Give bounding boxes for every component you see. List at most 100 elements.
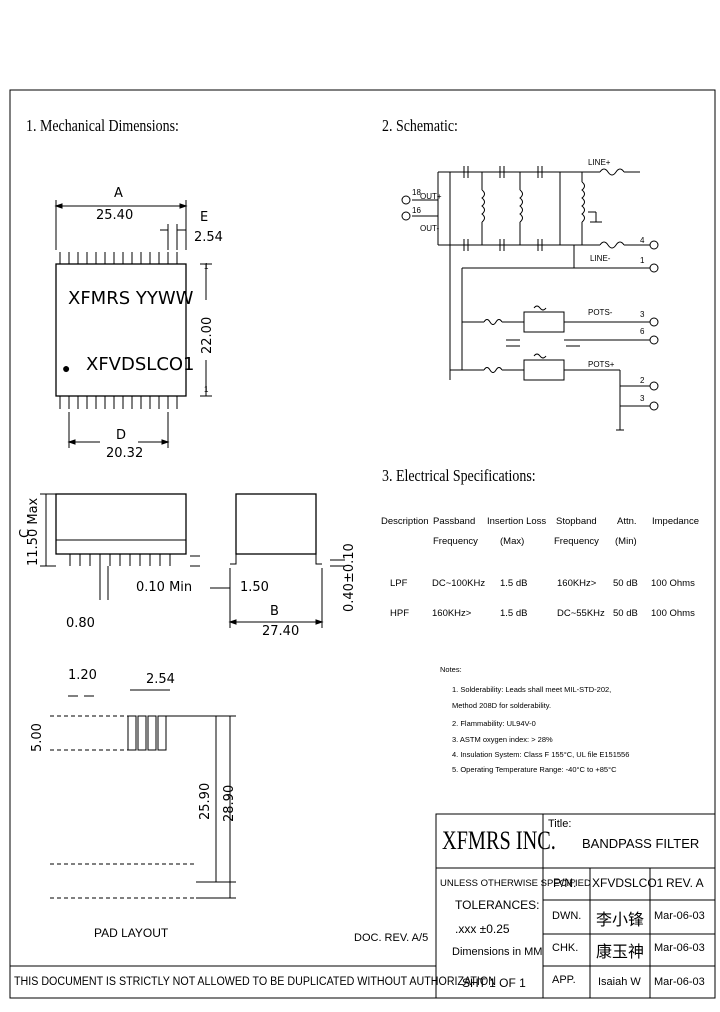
dim-c-value: 11.50 Max — [26, 497, 41, 566]
spec-header-attn-2: (Min) — [615, 536, 637, 547]
drawing-border — [9, 89, 716, 999]
schem-out-plus: OUT+ — [420, 192, 442, 201]
spec-cell: 50 dB — [613, 608, 638, 619]
schem-pin-4: 4 — [640, 236, 645, 245]
doc-revision: DOC. REV. A/5 — [354, 932, 429, 944]
pn-label: P/N: — [553, 876, 577, 890]
tolerances-label: TOLERANCES: — [455, 898, 540, 912]
spec-header-passband-2: Frequency — [433, 536, 478, 547]
spec-header-passband: Passband — [433, 516, 476, 527]
note-item: 3. ASTM oxygen index: > 28% — [452, 735, 553, 744]
section-mechanical: 1. Mechanical Dimensions: — [26, 116, 179, 135]
dim-040: 0.40±0.10 — [342, 543, 357, 612]
dwn-date: Mar-06-03 — [654, 910, 705, 922]
spec-cell: DC~55KHz — [557, 608, 605, 619]
dim-150: 1.50 — [240, 580, 269, 595]
spec-header-description: Description — [381, 516, 429, 527]
pin-1-bottom: 1 — [204, 385, 209, 394]
app-name: Isaiah W — [598, 976, 641, 988]
pad-layout-label: PAD LAYOUT — [94, 926, 169, 940]
note-item: 2. Flammability: UL94V-0 — [452, 719, 536, 728]
dwn-signature: 李小锋 — [596, 910, 645, 929]
schem-pin-18: 18 — [412, 188, 421, 197]
dim-080: 0.80 — [66, 616, 95, 631]
tolerance-value: .xxx ±0.25 — [455, 922, 510, 936]
note-item: 4. Insulation System: Class F 155°C, UL … — [452, 750, 630, 759]
dimensions-unit: Dimensions in MM — [452, 946, 543, 958]
dim-e-value: 2.54 — [194, 230, 223, 245]
side-view-pins — [69, 554, 171, 566]
pad-dim-500: 5.00 — [30, 723, 45, 752]
title-block-grid — [10, 813, 716, 999]
chk-label: CHK. — [552, 942, 579, 954]
schem-pin-1: 1 — [640, 256, 645, 265]
spec-cell: 160KHz> — [432, 608, 472, 619]
spec-cell: 100 Ohms — [651, 608, 695, 619]
part-number: XFVDSLCO1 — [592, 876, 664, 890]
pad-layout-drawing — [50, 689, 236, 899]
chk-date: Mar-06-03 — [654, 942, 705, 954]
schem-pots-plus: POTS+ — [588, 360, 615, 369]
dim-a-value: 25.40 — [96, 208, 134, 223]
notes-title: Notes: — [440, 665, 462, 674]
dim-e-letter: E — [200, 210, 209, 225]
unless-specified: UNLESS OTHERWISE SPECIFIED — [440, 878, 591, 889]
spec-cell: 160KHz> — [557, 578, 597, 589]
spec-cell: 1.5 dB — [500, 578, 528, 589]
dim-010: 0.10 Min — [136, 580, 193, 595]
app-label: APP. — [552, 974, 576, 986]
pin1-dot: ● — [62, 360, 71, 376]
section-electrical: 3. Electrical Specifications: — [382, 466, 536, 485]
pad-dim-2890: 28.90 — [222, 784, 237, 822]
schem-pin-16: 16 — [412, 206, 421, 215]
dim-height: 22.00 — [200, 316, 215, 354]
spec-header-impedance: Impedance — [652, 516, 700, 527]
spec-header-stopband: Stopband — [556, 516, 597, 527]
note-item: Method 208D for solderability. — [452, 701, 552, 710]
section-schematic: 2. Schematic: — [382, 116, 458, 135]
schem-line-minus: LINE- — [590, 254, 611, 263]
dim-d-letter: D — [116, 428, 127, 443]
spec-header-insertion-2: (Max) — [500, 536, 525, 547]
top-view-body — [55, 263, 187, 397]
revision: REV. A — [666, 876, 704, 890]
dim-b-letter: B — [270, 604, 279, 619]
dwn-label: DWN. — [552, 910, 582, 922]
spec-header-insertion: Insertion Loss — [487, 516, 547, 527]
disclaimer: THIS DOCUMENT IS STRICTLY NOT ALLOWED TO… — [14, 976, 496, 988]
title-label: Title: — [548, 818, 572, 830]
note-item: 5. Operating Temperature Range: -40°C to… — [452, 765, 617, 774]
spec-header-attn: Attn. — [617, 516, 637, 527]
spec-cell: DC~100KHz — [432, 578, 486, 589]
schematic-drawing — [412, 166, 650, 431]
dim-d-value: 20.32 — [106, 446, 144, 461]
schem-pin-6: 6 — [640, 327, 645, 336]
dim-a-letter: A — [114, 186, 123, 201]
schem-out-minus: OUT- — [420, 224, 440, 233]
schem-pin-3: 3 — [640, 310, 645, 319]
end-view-body — [235, 493, 317, 555]
pad-dim-2590: 25.90 — [198, 782, 213, 820]
pad-dim-254: 2.54 — [146, 672, 175, 687]
pad-dim-120: 1.20 — [68, 668, 97, 683]
spec-cell: HPF — [390, 608, 409, 619]
schem-pin-2: 2 — [640, 376, 645, 385]
spec-cell: 100 Ohms — [651, 578, 695, 589]
pin-1-top: 1 — [204, 262, 209, 271]
schem-pots-minus: POTS- — [588, 308, 613, 317]
spec-cell: 1.5 dB — [500, 608, 528, 619]
spec-cell: 50 dB — [613, 578, 638, 589]
note-item: 1. Solderability: Leads shall meet MIL-S… — [452, 685, 612, 694]
sheet-number: SHT 1 OF 1 — [462, 976, 526, 990]
top-view-pins-bottom — [59, 396, 178, 409]
schem-pin-3b: 3 — [640, 394, 645, 403]
drawing-title: BANDPASS FILTER — [582, 836, 700, 851]
schematic-terminals — [401, 195, 659, 411]
marking-line2: XFVDSLCO1 — [86, 354, 195, 375]
marking-line1: XFMRS YYWW — [68, 288, 194, 309]
schem-line-plus: LINE+ — [588, 158, 611, 167]
chk-signature: 康玉神 — [596, 942, 645, 961]
dim-b-value: 27.40 — [262, 624, 300, 639]
app-date: Mar-06-03 — [654, 976, 705, 988]
